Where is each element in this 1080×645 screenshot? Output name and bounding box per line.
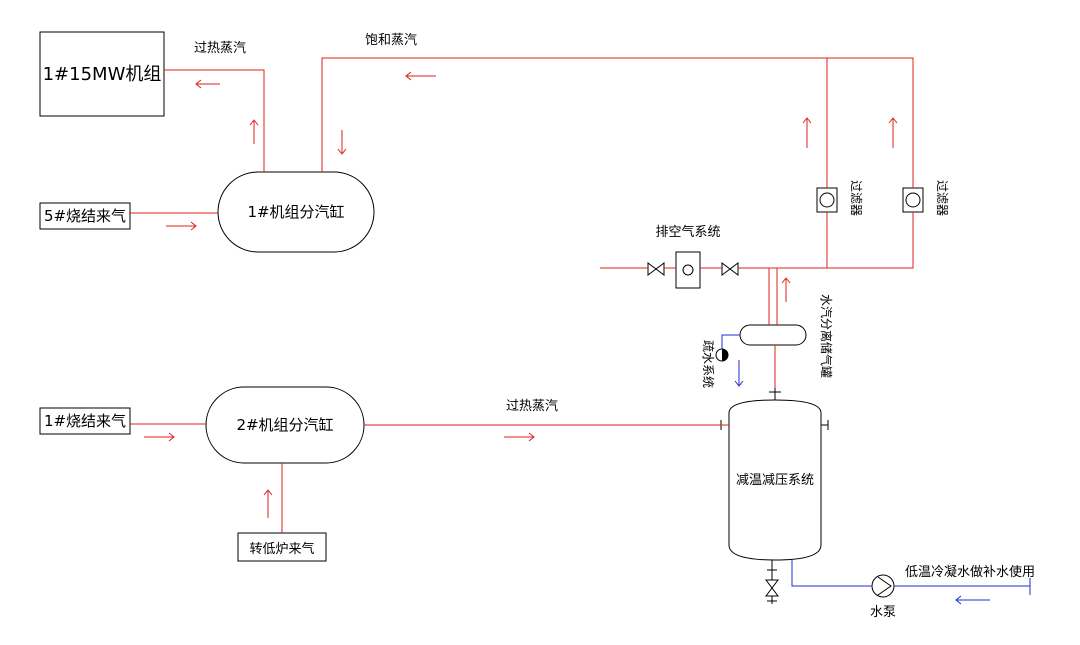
label-superheated-top: 过热蒸汽 bbox=[194, 41, 246, 56]
label-superheated-mid: 过热蒸汽 bbox=[506, 399, 558, 414]
steam-pipes bbox=[130, 57, 914, 533]
valves bbox=[647, 262, 829, 604]
label-saturated-steam: 饱和蒸汽 bbox=[365, 33, 417, 48]
separator-tank-title: 水汽分离储气罐 bbox=[819, 294, 834, 378]
vent-unit-element bbox=[682, 264, 694, 276]
arrow-up-filter-b bbox=[888, 117, 898, 148]
vent-unit-body bbox=[675, 251, 701, 289]
sinter5-title: 5#烧结来气 bbox=[44, 207, 126, 225]
arrow-down-drain bbox=[734, 360, 744, 387]
drain-system-title: 疏水系统 bbox=[701, 340, 716, 388]
pipe-saturated-steam bbox=[321, 57, 914, 188]
water-arrows bbox=[734, 360, 990, 605]
makeup-water-title: 低温冷凝水做补水使用 bbox=[905, 564, 1035, 580]
sinter1-title: 1#烧结来气 bbox=[44, 412, 126, 430]
unit-15mw-box bbox=[39, 31, 165, 117]
arrow-right-sinter5 bbox=[166, 221, 197, 231]
arrow-right-sinter1 bbox=[144, 432, 175, 442]
water-pipes bbox=[721, 334, 1031, 595]
filter-a-element bbox=[819, 192, 835, 208]
arrow-up-riser bbox=[781, 277, 791, 302]
desuperheater-vessel bbox=[728, 399, 822, 561]
water-pump-title: 水泵 bbox=[870, 605, 896, 620]
pipe-filter-b-lower bbox=[738, 212, 914, 269]
arrow-up-converter bbox=[263, 489, 273, 518]
header2-title: 2#机组分汽缸 bbox=[236, 416, 333, 434]
pipe-superheated-to-unit bbox=[164, 69, 265, 172]
arrow-left-top bbox=[195, 79, 220, 89]
arrow-up-superheated bbox=[249, 119, 259, 144]
labels: 1#15MW机组 过热蒸汽 饱和蒸汽 1#机组分汽缸 5#烧结来气 排空气系统 … bbox=[43, 33, 1035, 620]
drain-trap-fill bbox=[722, 349, 728, 361]
separator-tank bbox=[739, 324, 807, 346]
converter-title: 转低炉来气 bbox=[249, 541, 314, 557]
sinter1-box bbox=[39, 407, 131, 435]
flow-arrows bbox=[144, 71, 898, 518]
unit-15mw-title: 1#15MW机组 bbox=[43, 64, 162, 85]
pump-arrow-mark bbox=[877, 576, 892, 596]
arrow-left-saturated bbox=[405, 71, 436, 81]
header1-title: 1#机组分汽缸 bbox=[247, 203, 344, 221]
arrow-up-filter-a bbox=[802, 117, 812, 148]
vent-valve-right bbox=[721, 262, 739, 276]
sinter5-box bbox=[39, 202, 131, 230]
drain-valve-bottom bbox=[765, 579, 779, 597]
header1-vessel bbox=[217, 171, 375, 253]
filter-b-title: 过滤器 bbox=[935, 180, 949, 216]
arrow-left-makeup bbox=[955, 595, 990, 605]
filter-a-title: 过滤器 bbox=[849, 180, 863, 216]
pipe-drain-line bbox=[721, 334, 740, 349]
arrow-down-saturated bbox=[337, 130, 347, 155]
filter-b-element bbox=[905, 192, 921, 208]
arrow-right-superheated-mid bbox=[504, 432, 535, 442]
equipment bbox=[39, 31, 924, 598]
pipe-desup-to-pump bbox=[791, 560, 872, 587]
vent-system-title: 排空气系统 bbox=[655, 224, 720, 240]
desuperheater-title: 减温减压系统 bbox=[736, 473, 814, 488]
vent-valve-left bbox=[647, 262, 665, 276]
